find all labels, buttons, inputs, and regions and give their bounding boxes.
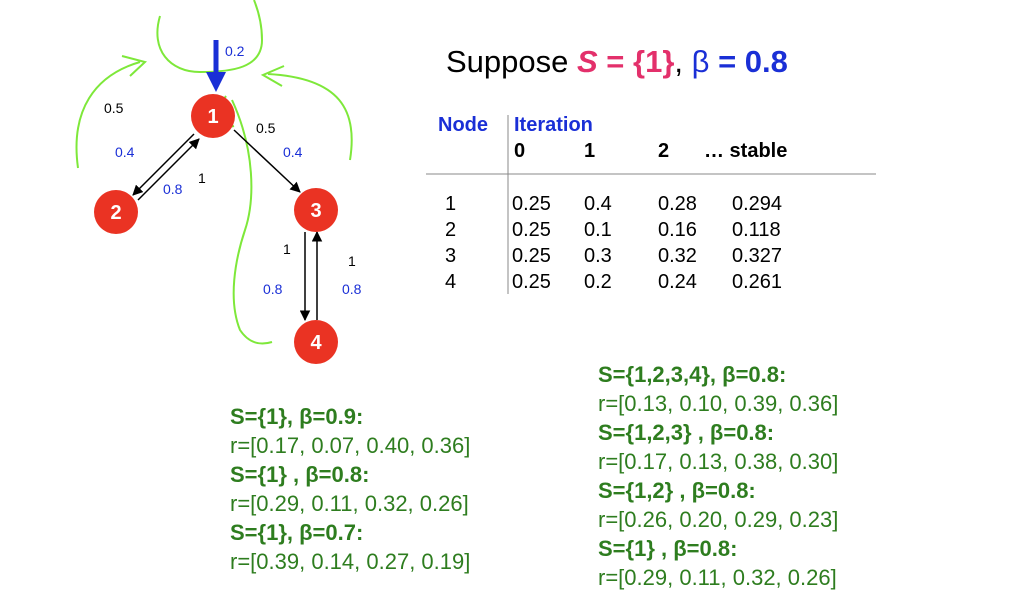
table-subheader: 2 (658, 140, 670, 162)
node-2: 2 (94, 190, 138, 234)
edge-1-to-2 (132, 133, 195, 196)
svg-text:1: 1 (207, 106, 218, 128)
result-title: S={1,2,3,4}, β=0.8: (598, 362, 787, 387)
table-cell: 0.28 (658, 193, 697, 215)
svg-text:3: 3 (310, 200, 321, 222)
table-cell: 0.4 (584, 193, 612, 215)
suppose-heading: Suppose S = {1}, β = 0.8 (446, 44, 788, 80)
table-cell: 0.25 (512, 193, 551, 215)
weight-1-3-black: 0.5 (256, 120, 276, 136)
weight-2-1-black: 1 (198, 170, 206, 186)
table-cell: 0.1 (584, 219, 612, 241)
table-cell: 0.327 (732, 245, 783, 267)
weight-2-1-blue: 0.8 (163, 181, 183, 197)
table-cell: 0.25 (512, 245, 551, 267)
table-cell: 0.118 (732, 219, 781, 241)
results-set-variation: S={1,2,3,4}, β=0.8: r=[0.13, 0.10, 0.39,… (598, 360, 838, 592)
weight-1-3-blue: 0.4 (283, 144, 303, 160)
result-vector: r=[0.17, 0.07, 0.40, 0.36] (230, 433, 471, 458)
results-beta-variation: S={1}, β=0.9: r=[0.17, 0.07, 0.40, 0.36]… (230, 402, 470, 576)
suppose-prefix: Suppose (446, 44, 577, 79)
teleport-weight: 0.2 (225, 43, 245, 59)
node-4: 4 (294, 320, 338, 364)
result-vector: r=[0.39, 0.14, 0.27, 0.19] (230, 549, 471, 574)
svg-text:2: 2 (110, 202, 121, 224)
node-3: 3 (294, 188, 338, 232)
table-cell-node: 2 (445, 219, 457, 241)
weight-4-3-blue: 0.8 (342, 281, 362, 297)
table-cell-node: 1 (445, 193, 457, 215)
table-cell: 0.261 (732, 271, 783, 293)
table-cell: 0.3 (584, 245, 612, 267)
weight-3-4-black: 1 (283, 241, 291, 257)
result-vector: r=[0.29, 0.11, 0.32, 0.26] (230, 491, 469, 516)
result-title: S={1}, β=0.9: (230, 404, 364, 429)
svg-text:4: 4 (310, 332, 322, 354)
table-cell-node: 4 (445, 271, 457, 293)
table-cell: 0.24 (658, 271, 697, 293)
table-cell: 0.32 (658, 245, 697, 267)
result-title: S={1}, β=0.7: (230, 520, 364, 545)
edge-2-to-1 (137, 138, 200, 201)
graph-diagram: 0.2 0.5 0.4 0.8 1 0.5 0.4 1 0.8 1 0.8 1 … (75, 0, 362, 364)
result-title: S={1,2,3} , β=0.8: (598, 420, 775, 445)
s-value: = {1} (597, 44, 675, 79)
table-subheader: 0 (514, 140, 526, 162)
weight-self-left: 0.5 (104, 100, 124, 116)
edge-1-to-3 (233, 129, 301, 193)
s-variable: S (577, 44, 598, 79)
table-subheader: … stable (704, 140, 788, 162)
beta-symbol: β (691, 44, 710, 79)
result-vector: r=[0.13, 0.10, 0.39, 0.36] (598, 391, 839, 416)
result-vector: r=[0.29, 0.11, 0.32, 0.26] (598, 565, 837, 590)
weight-1-2-blue: 0.4 (115, 144, 135, 160)
table-cell: 0.2 (584, 271, 612, 293)
green-arrowhead-left (121, 55, 148, 77)
result-title: S={1} , β=0.8: (230, 462, 370, 487)
table-cell: 0.25 (512, 271, 551, 293)
green-loop-right (267, 73, 353, 161)
result-vector: r=[0.17, 0.13, 0.38, 0.30] (598, 449, 839, 474)
result-title: S={1} , β=0.8: (598, 536, 738, 561)
table-subheader: 1 (584, 140, 596, 162)
green-arrowhead-right (260, 65, 285, 87)
table-cell: 0.16 (658, 219, 697, 241)
table-header-iteration: Iteration (514, 114, 593, 136)
green-path-node3 (231, 99, 273, 345)
green-loop-left (75, 61, 141, 169)
table-cell: 0.294 (732, 193, 783, 215)
green-loop-top (156, 0, 264, 74)
beta-value: = 0.8 (709, 44, 788, 79)
suppose-separator: , (674, 44, 692, 79)
table-cell: 0.25 (512, 219, 551, 241)
result-title: S={1,2} , β=0.8: (598, 478, 756, 503)
node-1: 1 (191, 94, 235, 138)
weight-3-4-blue: 0.8 (263, 281, 283, 297)
table-header-node: Node (438, 114, 488, 136)
table-cell-node: 3 (445, 245, 457, 267)
result-vector: r=[0.26, 0.20, 0.29, 0.23] (598, 507, 839, 532)
weight-4-3-black: 1 (348, 253, 356, 269)
